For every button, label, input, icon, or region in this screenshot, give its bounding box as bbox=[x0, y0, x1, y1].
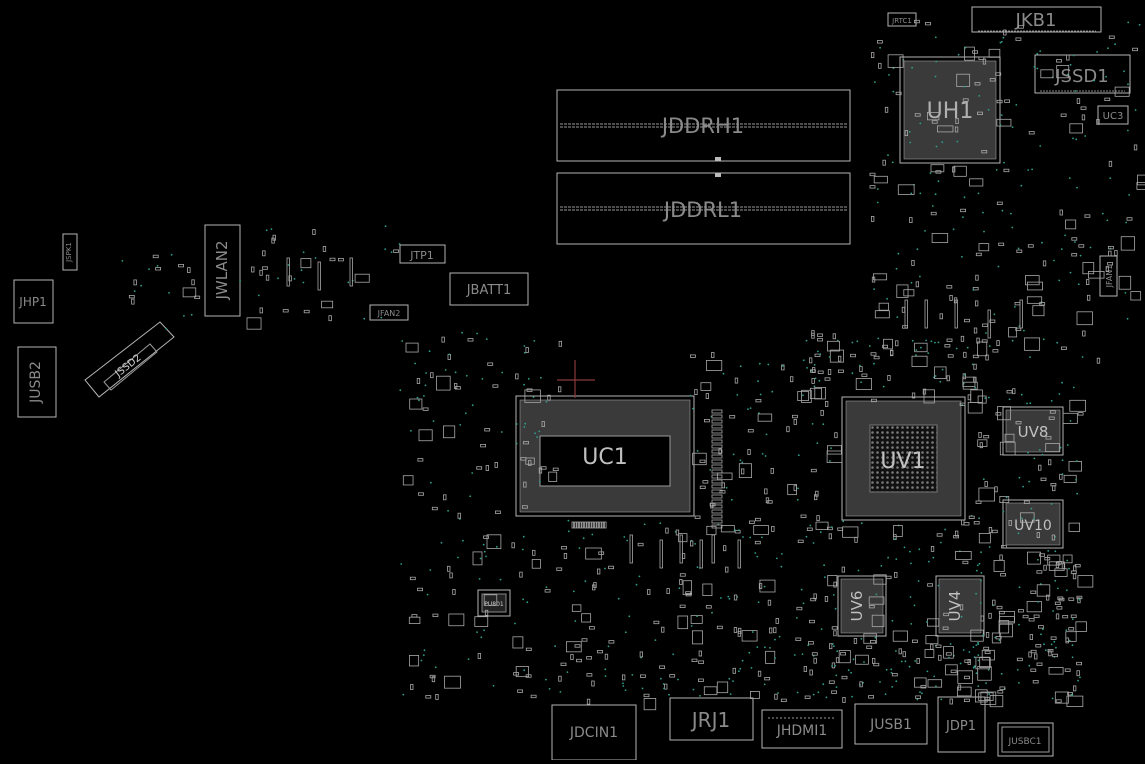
label-jrj1: JRJ1 bbox=[690, 708, 730, 732]
component-jtp1[interactable]: JTP1 bbox=[400, 245, 445, 263]
label-jhp1: JHP1 bbox=[18, 295, 46, 309]
component-jssd2[interactable]: JSSD2 bbox=[85, 322, 174, 397]
component-jfan2[interactable]: JFAN2 bbox=[370, 305, 408, 320]
component-uv10[interactable]: UV10 bbox=[1003, 500, 1063, 548]
component-uv8[interactable]: UV8 bbox=[1003, 407, 1063, 455]
component-uc1[interactable]: UC1 bbox=[516, 396, 694, 516]
label-jddrl1: JDDRL1 bbox=[662, 198, 742, 222]
label-pu801: PU801 bbox=[484, 601, 504, 608]
label-jusb2: JUSB2 bbox=[28, 361, 44, 404]
component-jusbc1[interactable]: JUSBC1 bbox=[998, 723, 1053, 756]
component-uh1[interactable]: UH1 bbox=[900, 57, 1000, 163]
label-jdcin1: JDCIN1 bbox=[569, 725, 618, 741]
label-uv8: UV8 bbox=[1018, 423, 1049, 441]
component-uc3[interactable]: UC3 bbox=[1098, 106, 1128, 124]
component-jusb1[interactable]: JUSB1 bbox=[855, 704, 927, 744]
label-jusbc1: JUSBC1 bbox=[1008, 737, 1042, 747]
label-jwlan2: JWLAN2 bbox=[213, 241, 231, 301]
component-jkb1[interactable]: JKB1 bbox=[972, 7, 1101, 32]
label-uv10: UV10 bbox=[1014, 518, 1052, 534]
label-jusb1: JUSB1 bbox=[869, 717, 912, 733]
component-jddrh1[interactable]: JDDRH1 bbox=[557, 90, 850, 161]
label-jspk1: JSPK1 bbox=[65, 242, 73, 263]
label-jssd1: JSSD1 bbox=[1054, 66, 1108, 87]
component-jddrl1[interactable]: JDDRL1 bbox=[557, 173, 850, 244]
label-uc3: UC3 bbox=[1103, 111, 1124, 122]
label-jrtc1: JRTC1 bbox=[891, 17, 912, 25]
component-jwlan2[interactable]: JWLAN2 bbox=[205, 225, 240, 316]
component-jdp1[interactable]: JDP1 bbox=[938, 697, 985, 752]
component-jspk1[interactable]: JSPK1 bbox=[63, 234, 77, 270]
label-jfan2: JFAN2 bbox=[377, 309, 401, 318]
component-jfan1[interactable]: JFAN1 bbox=[1100, 256, 1117, 296]
label-jddrh1: JDDRH1 bbox=[660, 114, 744, 138]
label-uv1: UV1 bbox=[880, 449, 925, 474]
crosshair-marker bbox=[557, 360, 595, 398]
label-jtp1: JTP1 bbox=[409, 249, 434, 262]
component-jhp1[interactable]: JHP1 bbox=[14, 280, 53, 323]
label-jbatt1: JBATT1 bbox=[466, 283, 512, 298]
component-jrj1[interactable]: JRJ1 bbox=[670, 698, 753, 740]
component-jdcin1[interactable]: JDCIN1 bbox=[552, 705, 636, 760]
label-uc1: UC1 bbox=[582, 445, 627, 470]
component-jusb2[interactable]: JUSB2 bbox=[18, 347, 56, 417]
label-jhdmi1: JHDMI1 bbox=[776, 723, 828, 739]
component-uv1[interactable]: UV1 bbox=[842, 397, 965, 520]
component-jrtc1[interactable]: JRTC1 bbox=[888, 13, 916, 26]
label-uv6: UV6 bbox=[848, 591, 866, 622]
label-uh1: UH1 bbox=[927, 99, 974, 124]
component-jhdmi1[interactable]: JHDMI1 bbox=[762, 710, 842, 748]
component-jbatt1[interactable]: JBATT1 bbox=[450, 273, 528, 305]
label-jdp1: JDP1 bbox=[945, 719, 976, 734]
component-pu801[interactable]: PU801 bbox=[478, 590, 510, 616]
